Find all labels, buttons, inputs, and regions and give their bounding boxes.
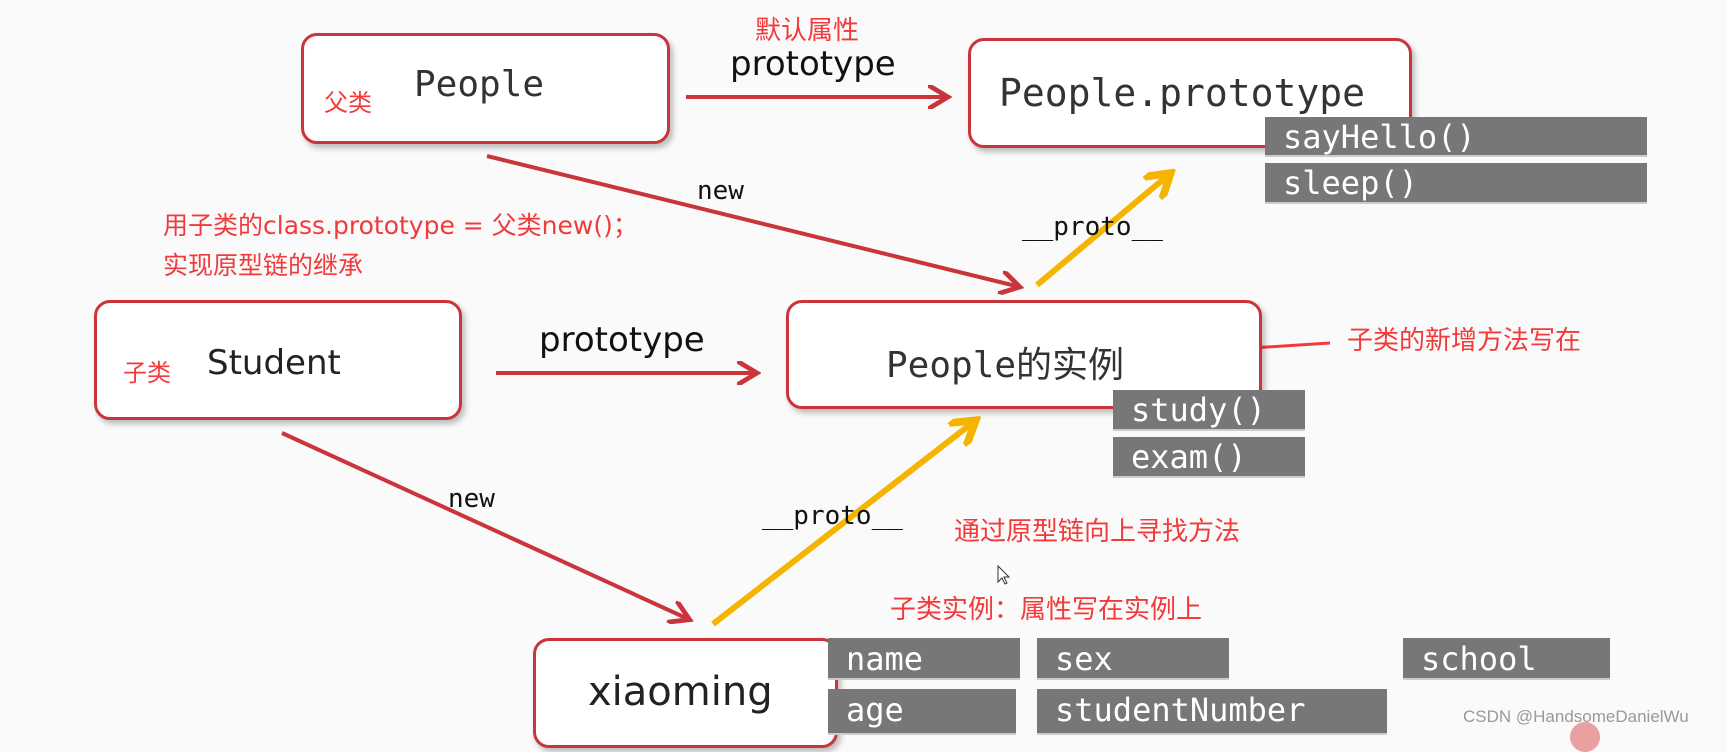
arrow-student-new [281, 431, 686, 618]
watermark: CSDN @HandsomeDanielWu [1463, 707, 1689, 726]
xiaoming-box: xiaoming [533, 638, 838, 748]
arrows-layer [281, 0, 1331, 627]
prototype-label-top: prototype [730, 44, 896, 84]
note-inherit-line1: 用子类的class.prototype = 父类new()； [163, 211, 638, 240]
child-class-tag: 子类 [123, 359, 171, 387]
logo-partial-icon [1570, 722, 1600, 752]
default-attr-label: 默认属性 [755, 16, 860, 46]
note-props: 子类实例：属性写在实例上 [890, 595, 1203, 625]
proto-label-bottom: __proto__ [762, 501, 903, 531]
parent-class-tag: 父类 [324, 89, 372, 117]
prop-age: age [828, 689, 1016, 735]
xiaoming-name: xiaoming [588, 669, 773, 715]
note-inherit-line2: 实现原型链的继承 [163, 251, 364, 280]
new-label-top: new [697, 176, 744, 206]
people-name: People [414, 64, 545, 105]
people-prototype-title: People.prototype [999, 71, 1366, 115]
prop-name: name [828, 638, 1020, 680]
method-sayhello: sayHello() [1265, 117, 1647, 157]
prototype-label-mid: prototype [539, 320, 705, 360]
arrow-xiaoming-proto [711, 424, 971, 627]
method-exam: exam() [1113, 437, 1305, 478]
proto-label-top: __proto__ [1022, 212, 1163, 242]
note-chain: 通过原型链向上寻找方法 [954, 517, 1241, 547]
new-label-bottom: new [448, 484, 495, 514]
instance-title: People的实例 [886, 345, 1125, 386]
cursor-icon [997, 564, 1011, 585]
student-name: Student [207, 343, 341, 383]
method-sleep: sleep() [1265, 163, 1647, 204]
arrow-instance-proto [1035, 177, 1166, 288]
note-new-methods: 子类的新增方法写在 [1347, 326, 1582, 356]
prop-studentnumber: studentNumber [1037, 689, 1387, 735]
student-box: 子类 Student [94, 300, 462, 420]
arrow-people-new [486, 154, 1016, 286]
prop-school: school [1403, 638, 1610, 680]
method-study: study() [1113, 390, 1305, 431]
prop-sex: sex [1037, 638, 1229, 680]
people-box: 父类 People [301, 33, 670, 144]
